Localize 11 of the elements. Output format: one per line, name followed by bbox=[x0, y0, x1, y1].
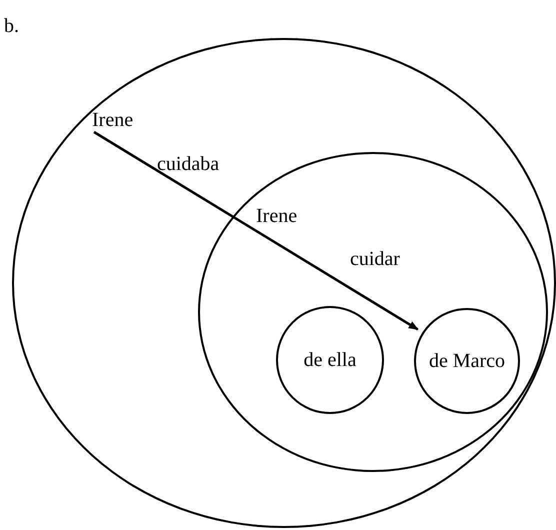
circle bbox=[414, 308, 520, 414]
word-label: cuidar bbox=[350, 247, 400, 271]
word-label: Irene bbox=[92, 108, 134, 132]
word-label: Irene bbox=[256, 204, 298, 228]
node-text: de ella bbox=[304, 348, 356, 372]
arrow bbox=[93, 130, 419, 330]
circle bbox=[12, 38, 556, 528]
edge-label: cuidaba bbox=[157, 152, 220, 176]
node-text: de Marco bbox=[428, 350, 506, 372]
panel-label: b. bbox=[4, 14, 19, 38]
circle bbox=[276, 306, 384, 414]
